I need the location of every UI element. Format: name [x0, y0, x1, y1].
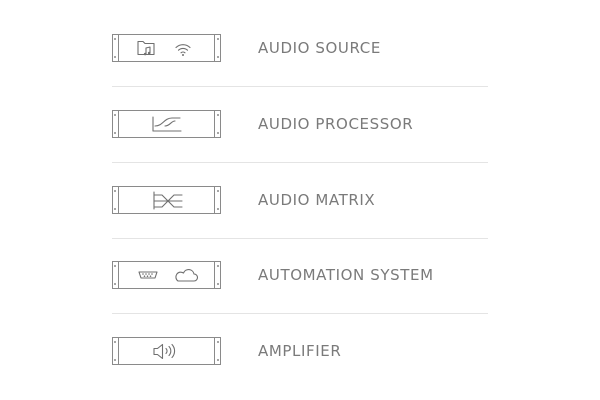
device-row-audio-source: AUDIO SOURCE: [0, 34, 600, 74]
divider: [112, 238, 488, 239]
device-label: AUTOMATION SYSTEM: [258, 266, 434, 284]
device-label: AUDIO PROCESSOR: [258, 115, 414, 133]
device-row-audio-processor: AUDIO PROCESSOR: [0, 110, 600, 150]
rack-unit: [112, 337, 221, 365]
device-label: AUDIO MATRIX: [258, 191, 376, 209]
wifi-icon: [175, 44, 191, 56]
rack-unit: [112, 34, 221, 62]
speaker-icon: [153, 343, 176, 360]
processor-signal-icon: [152, 116, 182, 132]
device-row-amplifier: AMPLIFIER: [0, 337, 600, 377]
divider: [112, 162, 488, 163]
cloud-icon: [175, 269, 199, 282]
divider: [112, 86, 488, 87]
rack-unit: [112, 186, 221, 214]
folder-music-icon: [137, 40, 155, 56]
serial-port-icon: [138, 271, 158, 279]
divider: [112, 313, 488, 314]
device-row-automation-system: AUTOMATION SYSTEM: [0, 261, 600, 301]
device-label: AMPLIFIER: [258, 342, 342, 360]
rack-unit: [112, 261, 221, 289]
device-row-audio-matrix: AUDIO MATRIX: [0, 186, 600, 226]
device-label: AUDIO SOURCE: [258, 39, 381, 57]
rack-unit: [112, 110, 221, 138]
matrix-routing-icon: [153, 191, 183, 210]
